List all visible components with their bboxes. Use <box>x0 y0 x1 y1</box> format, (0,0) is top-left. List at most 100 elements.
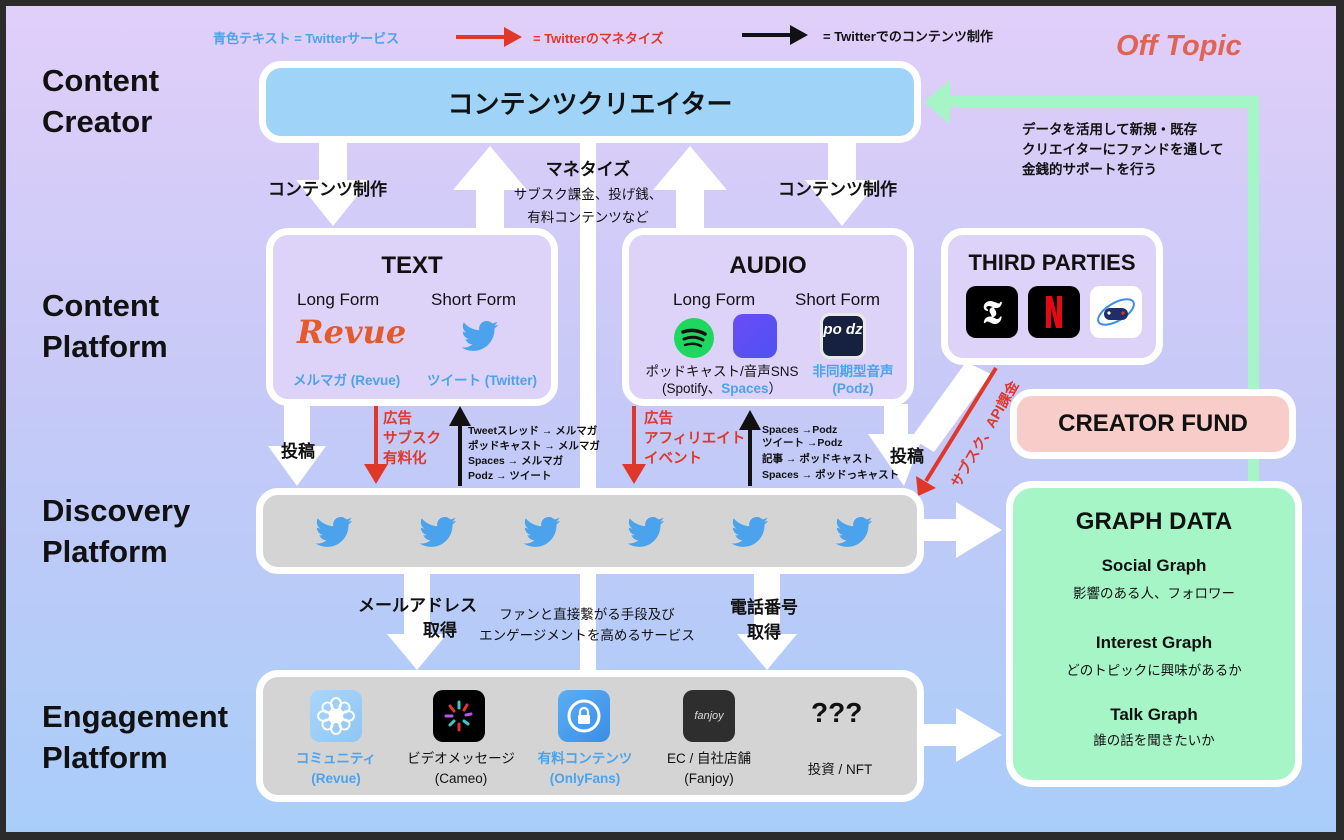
engagement-item-source: (Fanjoy) <box>684 771 734 786</box>
audio-long-caption-line: (Spotify、Spaces） <box>661 381 783 396</box>
question-icon: ??? <box>811 697 863 728</box>
row-label-content-creator: Content Creator <box>42 60 159 142</box>
engagement-item-source: (OnlyFans) <box>549 771 621 786</box>
spaces-icon <box>733 314 777 358</box>
fund-note-line: データを活用して新規・既存 <box>1022 122 1198 137</box>
content-creator-box: コンテンツクリエイター <box>259 61 921 143</box>
audio-platform-box: AUDIO Long Form Short Form po dz ポッドキャスト… <box>622 228 914 406</box>
row-label-line: Platform <box>42 329 168 364</box>
creator-fund-box: CREATOR FUND <box>1010 389 1296 459</box>
audio-box-title: AUDIO <box>729 252 807 279</box>
engagement-item-label: 有料コンテンツ <box>537 751 633 766</box>
revue-community-icon <box>310 690 362 742</box>
red-arrow-audio-monetize <box>622 406 646 484</box>
engagement-item-label: コミュニティ <box>295 751 377 766</box>
monetize-label-group: マネタイズ サブスク課金、投げ銭、 有料コンテンツなど <box>486 155 690 226</box>
arrow-engagement-to-graph <box>921 708 1002 762</box>
fund-note-line: クリエイターにファンドを通して <box>1022 142 1224 157</box>
row-label-line: Discovery <box>42 493 191 528</box>
legend-black-arrow <box>742 25 808 45</box>
row-label-line: Content <box>42 63 160 98</box>
engagement-item-caption: EC / 自社店舗 (Fanjoy) <box>639 749 779 789</box>
onlyfans-icon <box>558 690 610 742</box>
twitter-bird-icon <box>523 517 561 547</box>
diagram-canvas: 青色テキスト = Twitterサービス = Twitterのマネタイズ = T… <box>6 6 1336 832</box>
spotify-icon <box>674 318 714 358</box>
text-short-caption: ツイート (Twitter) <box>427 373 537 388</box>
engagement-item-label: EC / 自社店舗 <box>666 751 751 766</box>
legend-black-arrow-label: = Twitterでのコンテンツ制作 <box>823 29 993 44</box>
graph-item-social: Social Graph 影響のある人、フォロワー <box>1013 556 1295 602</box>
text-monetize-methods: 広告 サブスク 有料化 <box>383 411 441 467</box>
text-short-form-label: Short Form <box>431 290 517 309</box>
audio-content-flows: Spaces →Podz ツイート →Podz 記事 → ポッドキャスト Spa… <box>762 424 900 481</box>
row-label-line: Platform <box>42 740 168 775</box>
third-parties-title: THIRD PARTIES <box>968 250 1136 275</box>
audio-long-form-label: Long Form <box>673 290 756 309</box>
cameo-icon <box>433 690 485 742</box>
graph-item-desc: 誰の話を聞きたいか <box>1093 733 1215 748</box>
arrow-post-left <box>268 404 326 486</box>
text-box-title: TEXT <box>381 252 443 279</box>
label-post-left: 投稿 <box>281 442 315 461</box>
graph-item-talk: Talk Graph 誰の話を聞きたいか <box>1013 705 1295 749</box>
fund-note-line: 金銭的サポートを行う <box>1022 162 1157 177</box>
arrow-phone <box>737 572 797 670</box>
label-content-creation-right: コンテンツ制作 <box>778 180 897 199</box>
discovery-bird-row <box>263 495 917 567</box>
game-icon <box>1090 286 1142 338</box>
spaces-label: Spaces <box>721 381 769 396</box>
audio-short-form-label: Short Form <box>795 290 881 309</box>
graph-data-box: GRAPH DATA Social Graph 影響のある人、フォロワー Int… <box>1006 481 1302 787</box>
row-label-line: Engagement <box>42 699 229 734</box>
text-long-caption: メルマガ (Revue) <box>293 373 401 388</box>
row-label-engagement-platform: Engagement Platform <box>42 696 228 778</box>
fanjoy-logo-text: fanjoy <box>694 710 724 722</box>
twitter-bird-icon <box>731 517 769 547</box>
twitter-bird-icon <box>627 517 665 547</box>
label-phone: 電話番号 取得 <box>730 598 798 642</box>
arrow-email <box>387 572 447 670</box>
red-arrow-text-monetize <box>364 406 388 484</box>
audio-long-caption: ポッドキャスト/音声SNS (Spotify、Spaces） <box>637 363 807 397</box>
text-content-flows: Tweetスレッド → メルマガ ポッドキャスト → メルマガ Spaces →… <box>468 425 600 482</box>
monetize-desc: サブスク課金、投げ銭、 <box>513 187 663 202</box>
fanjoy-icon: fanjoy <box>683 690 735 742</box>
label-content-creation-left: コンテンツ制作 <box>268 180 387 199</box>
off-topic-label: Off Topic <box>1116 30 1242 62</box>
legend-blue-text: 青色テキスト = Twitterサービス <box>213 31 400 46</box>
discovery-platform-box <box>256 488 924 574</box>
arrow-post-right <box>868 404 924 486</box>
nytimes-icon: 𝕿 <box>966 286 1018 338</box>
arrow-fund-to-creator <box>924 80 1259 484</box>
engagement-item-source: (Cameo) <box>434 771 488 786</box>
engagement-item-caption: ビデオメッセージ (Cameo) <box>391 749 531 789</box>
twitter-bird-icon <box>419 517 457 547</box>
monetize-desc: 有料コンテンツなど <box>527 210 649 225</box>
arrow-content-creation-left <box>296 142 370 226</box>
graph-item-desc: どのトピックに興味があるか <box>1066 663 1242 678</box>
fund-note: データを活用して新規・既存 クリエイターにファンドを通して 金銭的サポートを行う <box>1022 120 1224 180</box>
twitter-bird-icon <box>461 321 499 351</box>
monetize-title: マネタイズ <box>545 160 631 179</box>
arrow-third-party-post <box>911 362 991 452</box>
engagement-platform-box: fanjoy ??? コミュニティ(Revue)ビデオメッセージ (Cameo) 有… <box>256 670 924 802</box>
engagement-item-caption: コミュニティ(Revue) <box>266 749 406 789</box>
graph-data-title: GRAPH DATA <box>1075 508 1233 535</box>
row-label-line: Content <box>42 288 160 323</box>
engagement-item-caption: 投資 / NFT <box>770 760 910 780</box>
legend-red-arrow <box>456 27 522 47</box>
black-arrow-text-flow <box>449 406 471 486</box>
arrow-content-creation-right <box>805 142 879 226</box>
audio-monetize-methods: 広告 アフィリエイト イベント <box>644 411 746 467</box>
arrow-monetize-text <box>453 146 527 230</box>
third-parties-box: THIRD PARTIES 𝕿 <box>941 228 1163 365</box>
engagement-item-label: 投資 / NFT <box>807 762 873 777</box>
text-platform-box: TEXT Long Form Short Form Revue メルマガ (Re… <box>266 228 558 406</box>
row-label-content-platform: Content Platform <box>42 285 168 367</box>
twitter-bird-icon <box>835 517 873 547</box>
engagement-item-label: ビデオメッセージ <box>407 751 515 766</box>
audio-long-caption-line: ポッドキャスト/音声SNS <box>645 364 799 379</box>
twitter-bird-icon <box>315 517 353 547</box>
legend-red-arrow-label: = Twitterのマネタイズ <box>533 31 664 46</box>
